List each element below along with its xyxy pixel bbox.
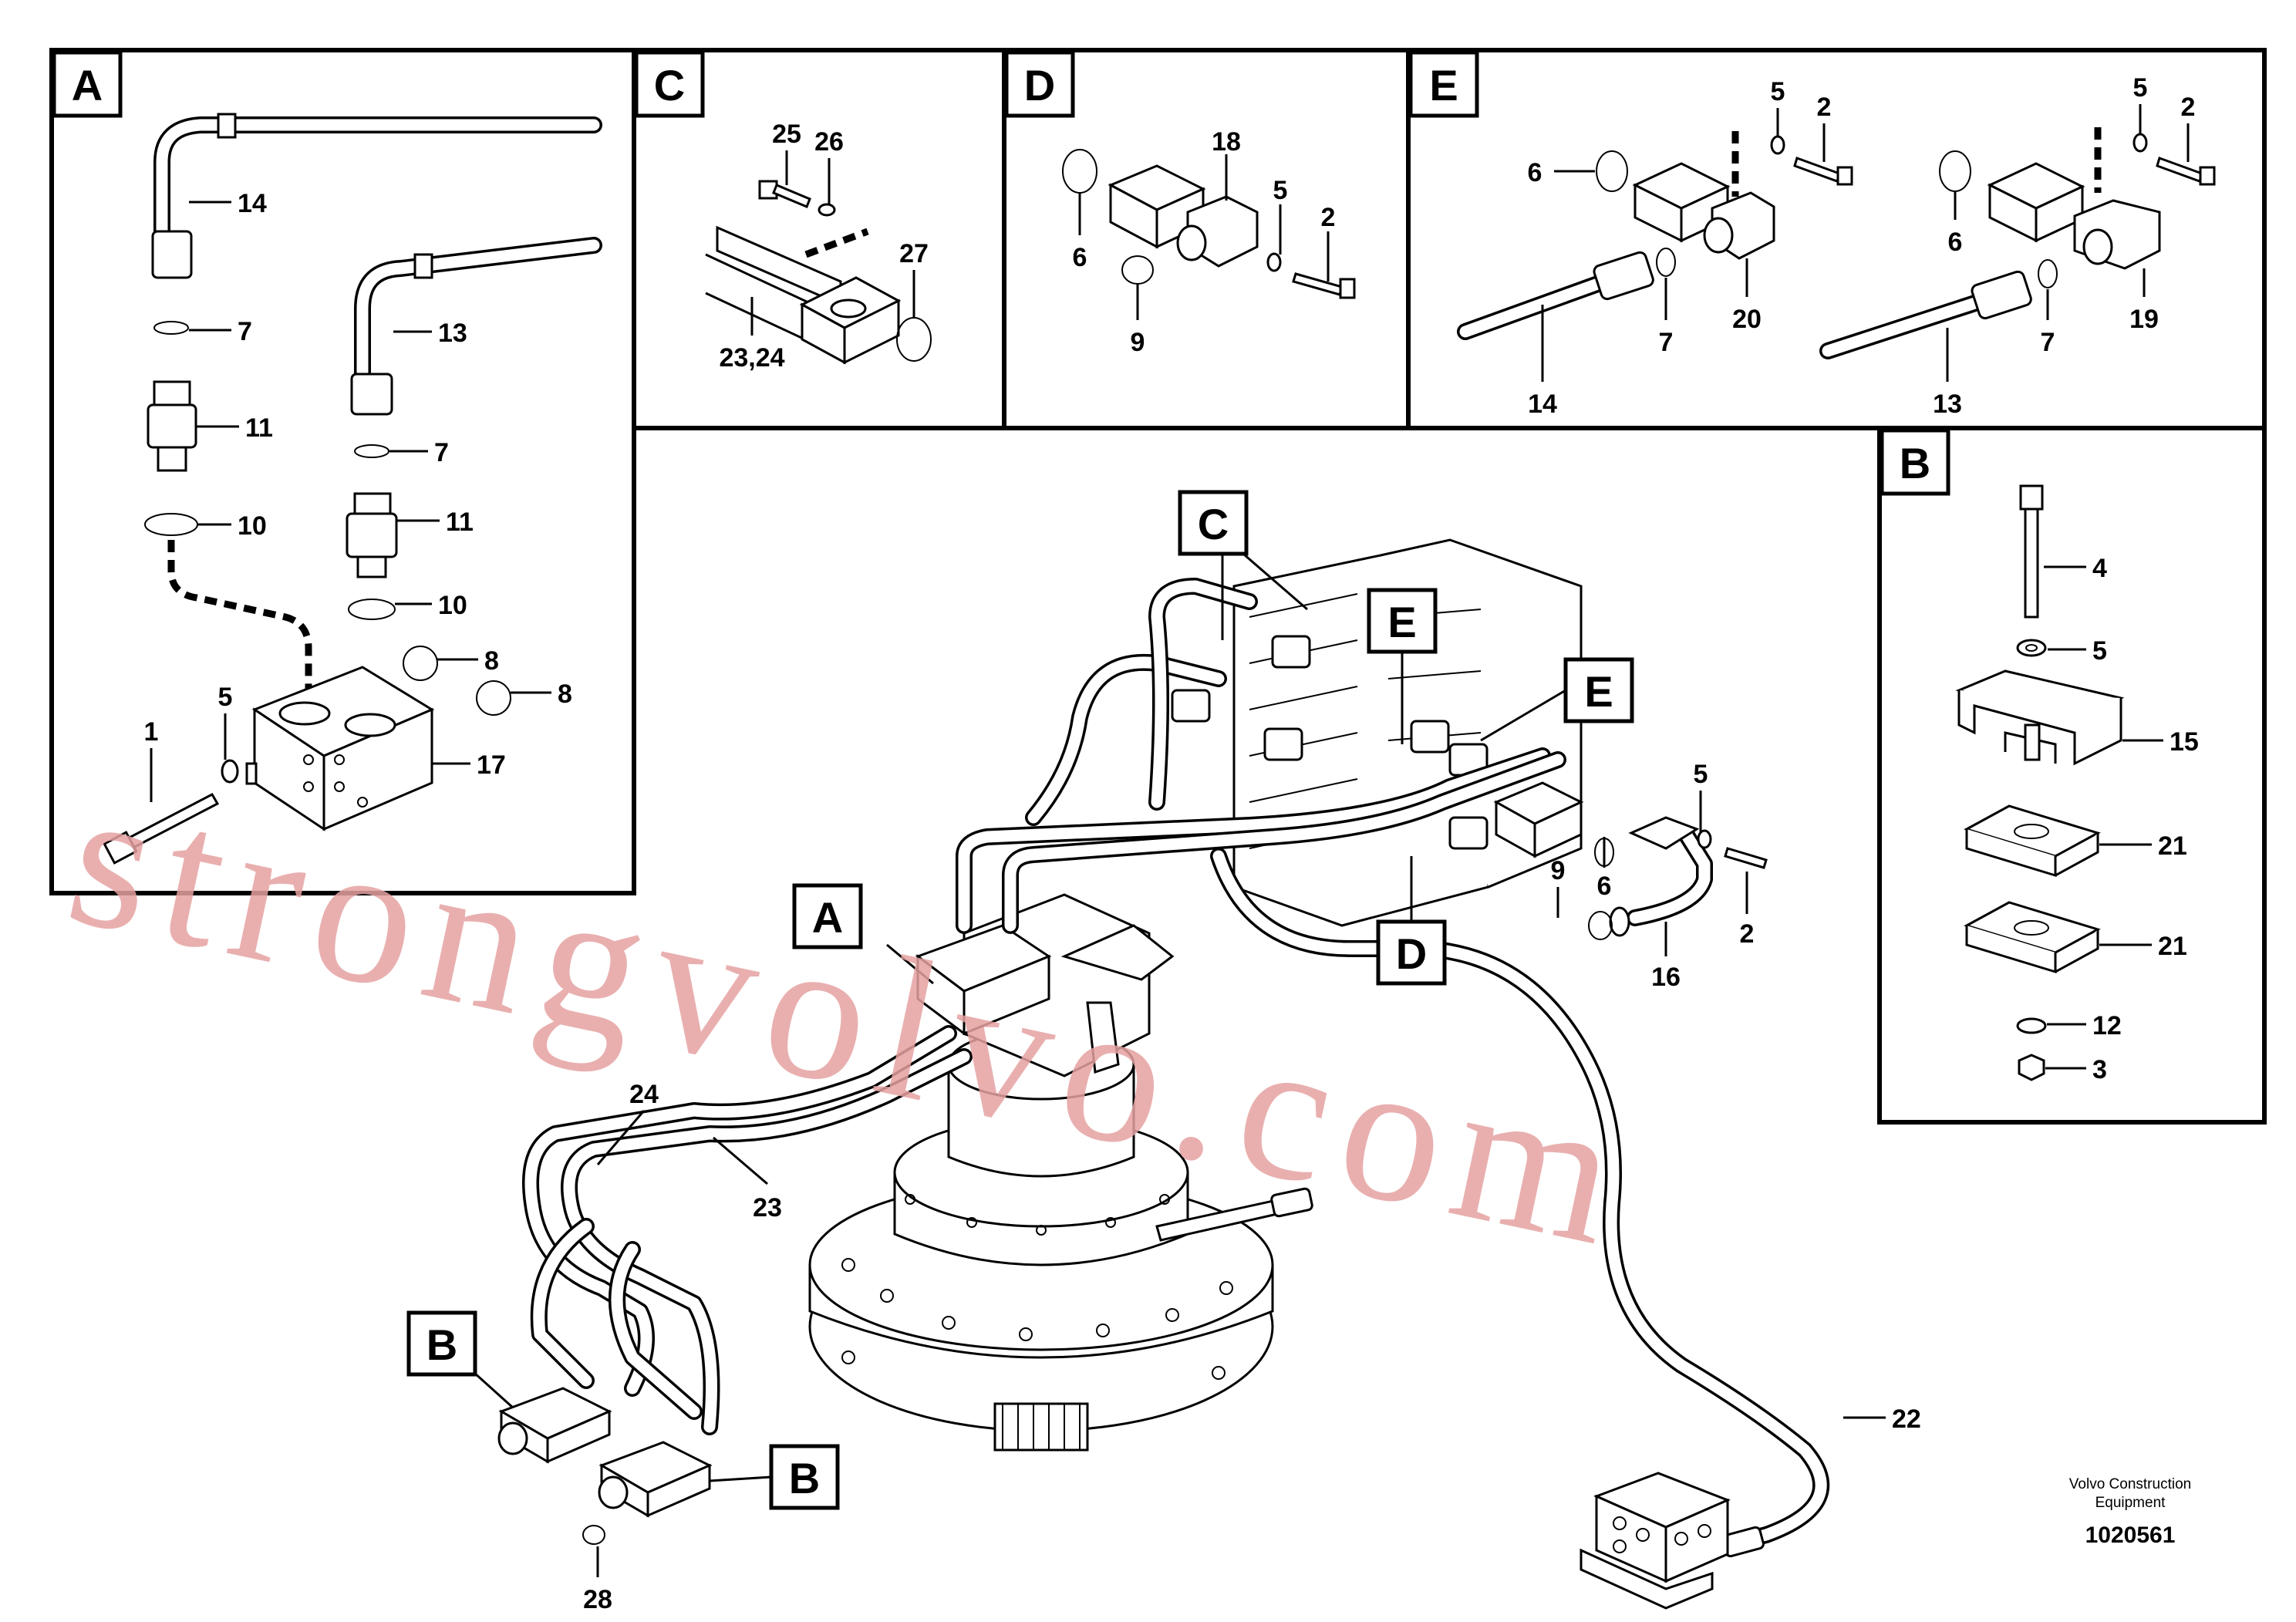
footer-line2: Equipment — [2095, 1495, 2166, 1511]
panel-b-drawing — [1955, 484, 2125, 1081]
panel-d-drawing — [1062, 149, 1356, 299]
main-tag-b2: B — [709, 1444, 840, 1510]
svg-text:5: 5 — [2133, 73, 2148, 103]
svg-text:2: 2 — [1817, 93, 1832, 122]
panel-c-drawing — [705, 180, 932, 365]
svg-text:23,24: 23,24 — [719, 343, 784, 373]
svg-text:B: B — [1900, 439, 1930, 487]
panel-e-callouts: 6 5 2 7 20 14 5 2 6 7 19 13 — [1528, 73, 2196, 419]
svg-text:C: C — [1198, 500, 1229, 548]
panel-b-callouts: 4 5 15 21 21 12 3 — [2044, 554, 2199, 1084]
svg-text:13: 13 — [438, 319, 467, 348]
svg-text:8: 8 — [558, 679, 572, 709]
panel-label-a: A — [52, 50, 123, 118]
svg-text:14: 14 — [238, 189, 267, 218]
svg-text:6: 6 — [1073, 243, 1087, 272]
svg-text:B: B — [789, 1454, 820, 1502]
svg-text:4: 4 — [2092, 554, 2107, 583]
svg-text:18: 18 — [1212, 127, 1241, 157]
panel-label-d: D — [1004, 50, 1075, 118]
svg-text:D: D — [1396, 929, 1427, 978]
svg-text:7: 7 — [434, 438, 449, 467]
svg-text:E: E — [1429, 61, 1458, 110]
svg-text:13: 13 — [1933, 389, 1962, 419]
svg-text:10: 10 — [438, 591, 467, 620]
panel-e-drawing — [1457, 127, 2216, 359]
svg-text:16: 16 — [1651, 963, 1681, 992]
svg-text:19: 19 — [2129, 305, 2159, 334]
panel-d-callouts: 18 5 2 6 9 — [1073, 127, 1336, 357]
flange-bolts — [841, 1194, 1233, 1380]
panel-a-callouts: 14 7 11 10 13 7 11 10 8 8 5 1 17 — [144, 189, 572, 802]
svg-text:2: 2 — [1321, 203, 1336, 232]
drawing-number: 1020561 — [2085, 1523, 2176, 1548]
main-tag-e1: E — [1367, 588, 1438, 744]
svg-text:9: 9 — [1131, 328, 1145, 357]
svg-text:12: 12 — [2092, 1011, 2122, 1040]
main-tag-d: D — [1376, 856, 1447, 986]
svg-text:15: 15 — [2170, 727, 2199, 757]
footer-line1: Volvo Construction — [2069, 1476, 2191, 1492]
svg-text:21: 21 — [2158, 932, 2187, 961]
svg-text:22: 22 — [1892, 1404, 1921, 1434]
main-tag-c: C — [1178, 490, 1308, 640]
svg-text:6: 6 — [1948, 228, 1963, 257]
footer-block: Volvo Construction Equipment 1020561 — [2069, 1476, 2191, 1548]
svg-text:9: 9 — [1551, 856, 1566, 885]
svg-text:24: 24 — [629, 1080, 659, 1109]
svg-text:E: E — [1584, 667, 1613, 716]
svg-text:28: 28 — [583, 1585, 612, 1614]
svg-text:7: 7 — [2041, 328, 2055, 357]
main-tag-a: A — [792, 883, 934, 985]
svg-text:3: 3 — [2092, 1055, 2107, 1084]
svg-text:20: 20 — [1732, 305, 1762, 334]
svg-text:7: 7 — [238, 317, 252, 346]
svg-text:D: D — [1024, 61, 1055, 110]
svg-text:25: 25 — [772, 120, 801, 149]
svg-text:11: 11 — [446, 508, 474, 537]
svg-text:5: 5 — [218, 683, 233, 712]
panel-a-drawing — [103, 113, 602, 865]
panel-label-b: B — [1880, 428, 1950, 496]
svg-text:10: 10 — [238, 511, 267, 541]
svg-text:2: 2 — [1740, 919, 1755, 949]
svg-text:1: 1 — [144, 717, 159, 747]
panel-frames — [49, 48, 2267, 1125]
svg-text:C: C — [654, 61, 685, 110]
main-tag-b1: B — [406, 1310, 514, 1409]
panel-c-callouts: 25 26 27 23,24 — [719, 120, 928, 373]
svg-text:5: 5 — [1771, 77, 1785, 106]
svg-text:B: B — [426, 1320, 457, 1369]
svg-text:8: 8 — [484, 646, 499, 676]
svg-text:21: 21 — [2158, 831, 2187, 861]
panel-label-c: C — [634, 50, 705, 118]
svg-text:7: 7 — [1659, 328, 1674, 357]
svg-text:5: 5 — [2092, 636, 2107, 666]
main-tag-e2: E — [1480, 657, 1634, 742]
svg-text:26: 26 — [814, 127, 844, 157]
svg-text:5: 5 — [1273, 176, 1288, 205]
svg-text:14: 14 — [1528, 389, 1557, 419]
svg-text:17: 17 — [477, 750, 506, 780]
svg-text:2: 2 — [2181, 93, 2196, 122]
svg-text:A: A — [72, 61, 103, 110]
svg-text:11: 11 — [245, 413, 273, 443]
panel-label-e: E — [1408, 50, 1479, 118]
svg-text:5: 5 — [1694, 760, 1708, 789]
main-callouts: 5 9 6 2 16 24 23 22 28 — [583, 760, 1921, 1614]
svg-text:6: 6 — [1528, 158, 1542, 187]
panel-b-frame — [1877, 426, 2267, 1125]
svg-text:A: A — [812, 893, 843, 942]
svg-text:6: 6 — [1597, 872, 1612, 901]
svg-text:E: E — [1387, 598, 1416, 646]
svg-text:23: 23 — [753, 1193, 782, 1222]
svg-text:27: 27 — [899, 239, 929, 268]
